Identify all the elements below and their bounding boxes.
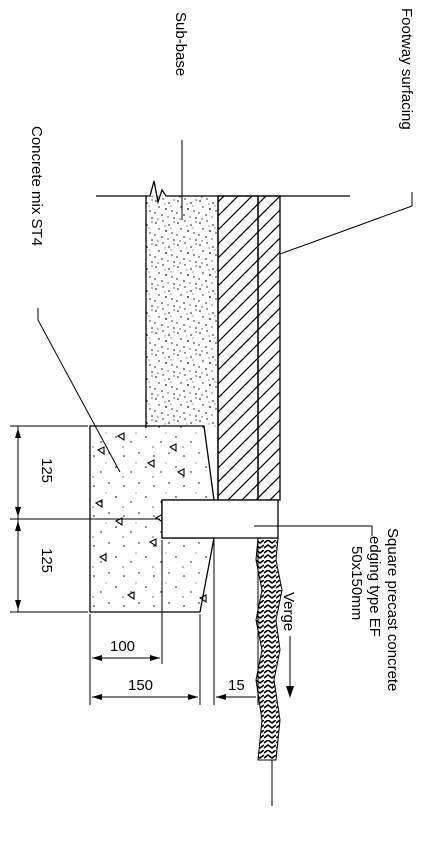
precast-concrete-edging xyxy=(161,499,279,539)
edging-label-line2: edging type EF xyxy=(366,536,383,637)
aggregate-triangles xyxy=(94,432,207,604)
dim-width-150: 150 xyxy=(128,677,153,694)
vertical-dimensions xyxy=(10,425,160,613)
edging-leader xyxy=(254,525,373,536)
edging-label-line1: Square precast concrete xyxy=(384,528,401,691)
dim-lower-height: 125 xyxy=(38,548,55,573)
verge-arrow xyxy=(286,636,294,698)
footway-surfacing-label: Footway surfacing xyxy=(398,8,415,130)
concrete-mix-leader xyxy=(37,308,121,473)
concrete-mix-label: Concrete mix ST4 xyxy=(28,126,45,246)
sub-base-label: Sub-base xyxy=(172,12,189,76)
verge-label: Verge xyxy=(280,592,297,631)
horizontal-dimensions xyxy=(89,540,259,705)
surface-course-layer xyxy=(257,195,281,501)
dim-offset-15: 15 xyxy=(228,677,245,694)
base-course-layer xyxy=(217,195,259,501)
dim-upper-height: 125 xyxy=(38,458,55,483)
verge-soil xyxy=(255,537,283,761)
dim-width-100: 100 xyxy=(110,638,135,655)
edging-label-line3: 50x150mm xyxy=(348,546,365,620)
footway-surfacing-leader xyxy=(279,192,413,255)
sub-base-layer xyxy=(146,196,218,428)
